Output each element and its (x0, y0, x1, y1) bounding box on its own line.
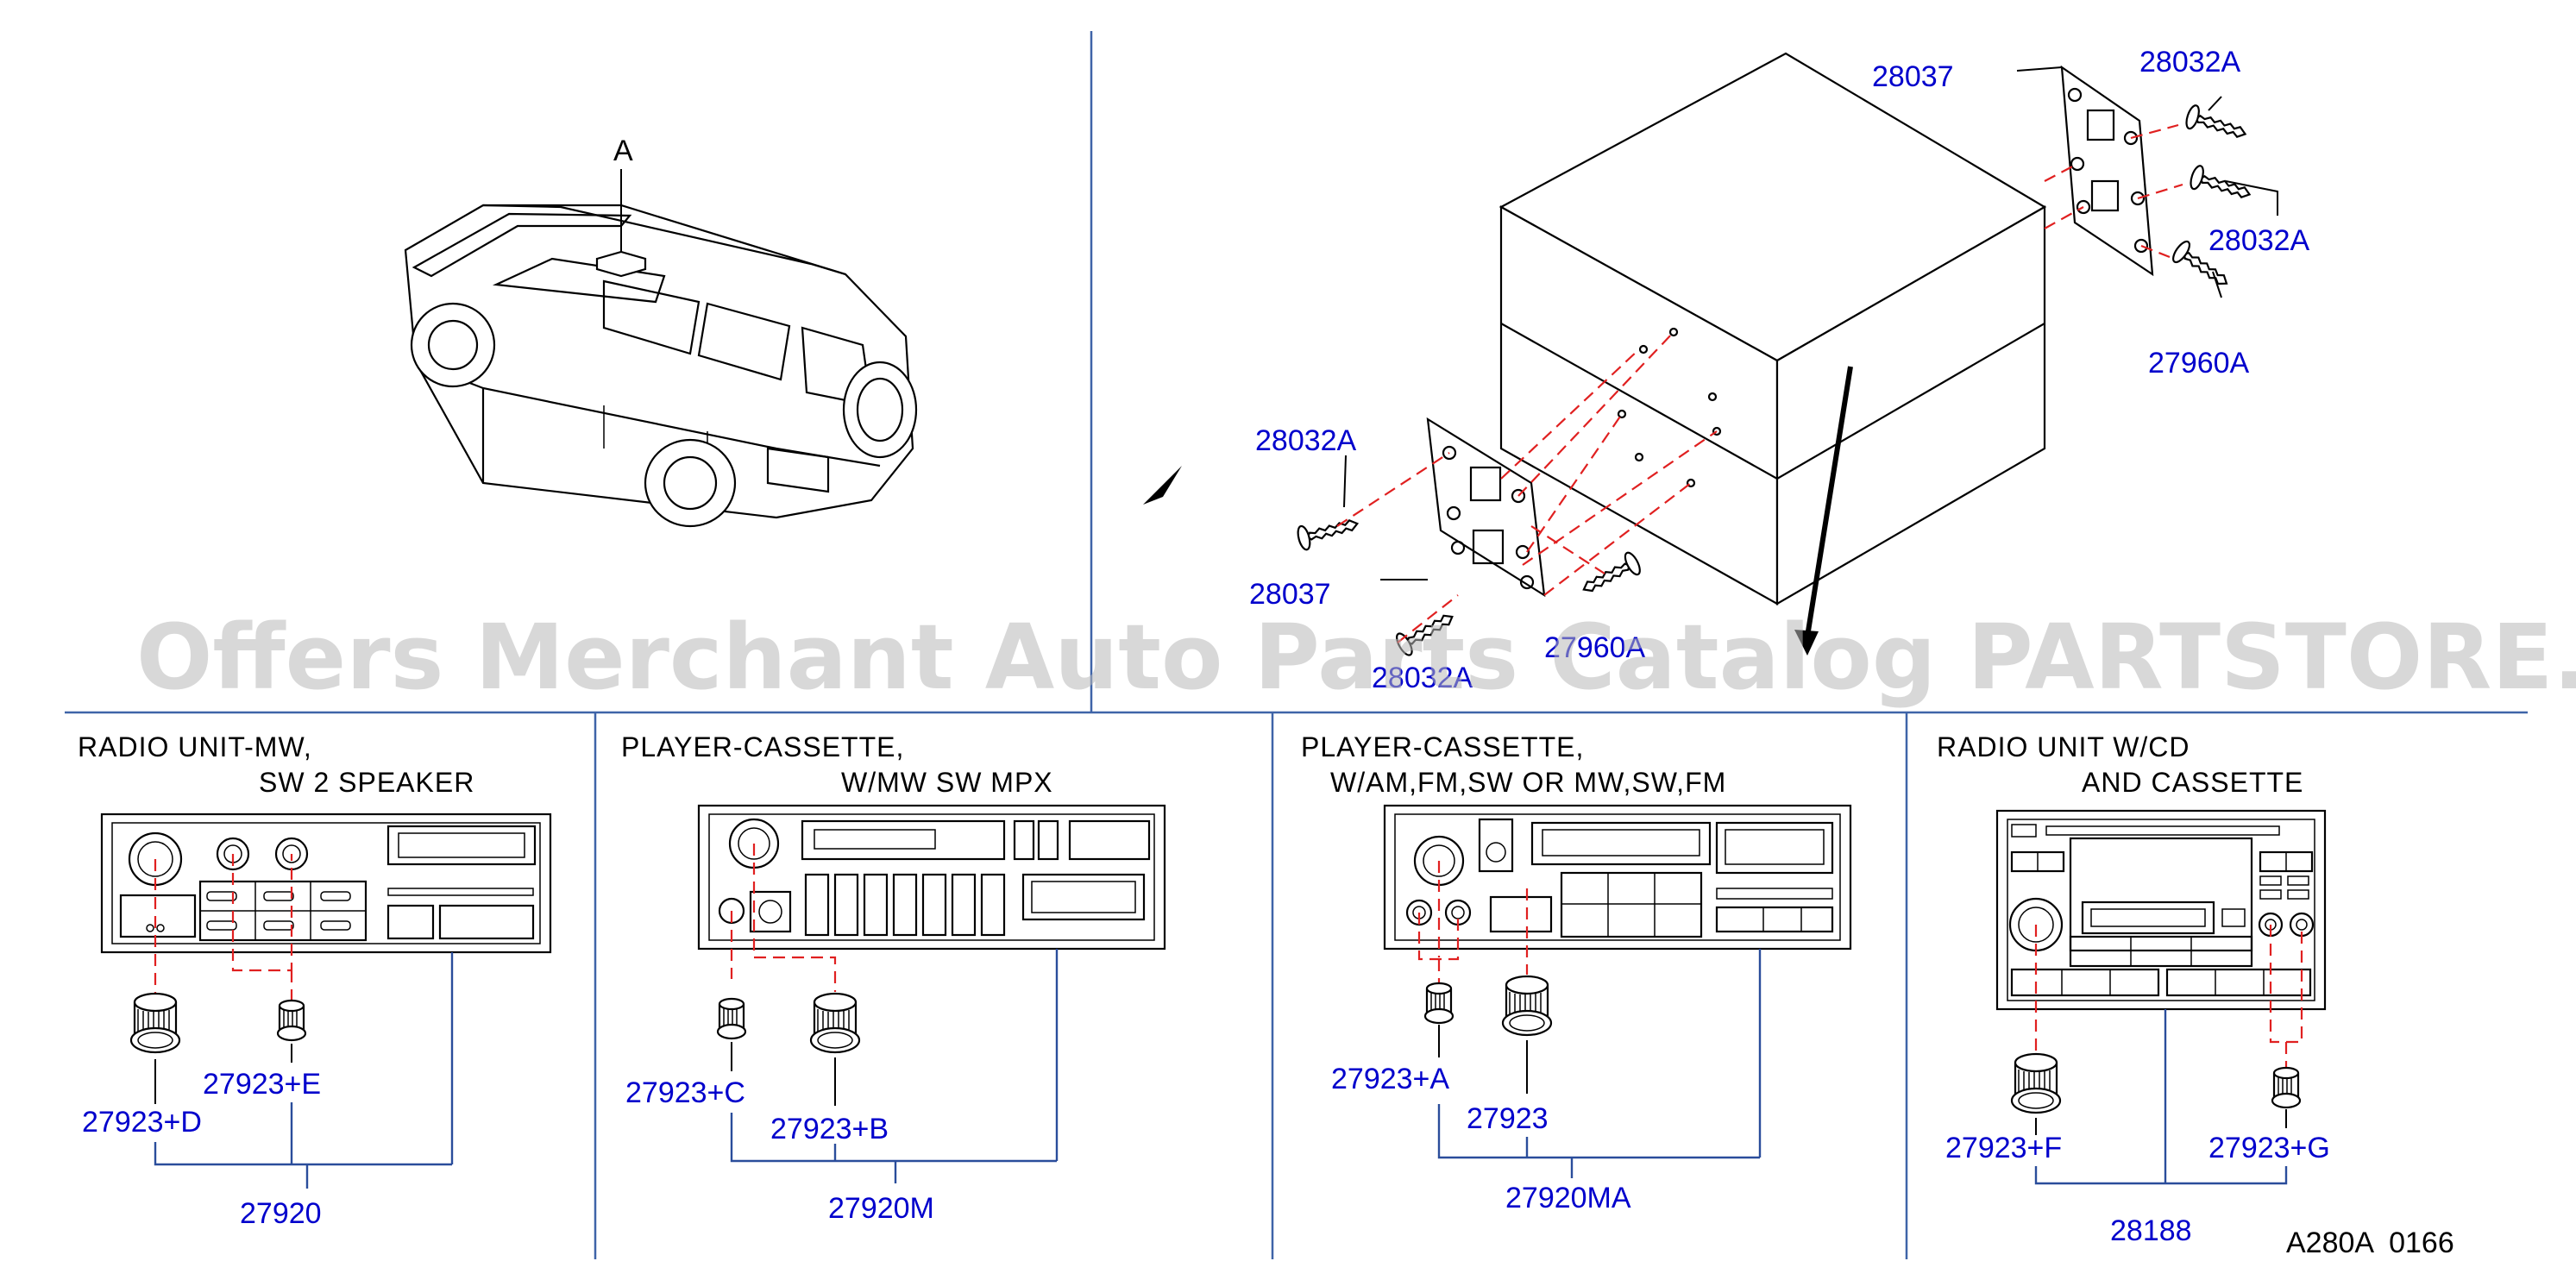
p4-header-line2: AND CASSETTE (2082, 767, 2303, 798)
p4-header-line1: RADIO UNIT W/CD (1937, 731, 2190, 762)
p1-header-line2: SW 2 SPEAKER (259, 767, 474, 798)
panel-dividers (65, 31, 2528, 1259)
p1-header-line1: RADIO UNIT-MW, (78, 731, 312, 762)
vehicle-illustration: A (404, 135, 918, 528)
pn-bracket-left: 28037 (1249, 578, 1331, 611)
panel-radio-unit-mw: RADIO UNIT-MW, SW 2 SPEAKER 27923+E 2792… (78, 731, 552, 1230)
pn-p3-knob-a: 27923+A (1331, 1063, 1449, 1095)
pn-p4-unit: 28188 (2110, 1214, 2192, 1247)
pn-p1-knob-e: 27923+E (203, 1068, 321, 1101)
pn-p2-knob-b: 27923+B (770, 1113, 889, 1145)
p3-header-line1: PLAYER-CASSETTE, (1301, 731, 1584, 762)
panel-player-cassette-mw: PLAYER-CASSETTE, W/MW SW MPX 27923+C 279… (621, 731, 1166, 1225)
pn-p2-knob-c: 27923+C (625, 1076, 745, 1109)
pn-screw-bl2: 27960A (1544, 631, 1646, 664)
pn-p4-knob-f: 27923+F (1945, 1132, 2062, 1164)
vehicle-marker: A (613, 135, 633, 167)
panel-player-cassette-am-fm: PLAYER-CASSETTE, W/AM,FM,SW OR MW,SW,FM … (1301, 731, 1852, 1214)
pn-p2-unit: 27920M (828, 1192, 934, 1225)
pn-p3-unit: 27920MA (1505, 1182, 1631, 1214)
diagram-code: A280A 0166 (2286, 1227, 2454, 1259)
p3-header-line2: W/AM,FM,SW OR MW,SW,FM (1330, 767, 1726, 798)
pn-p1-knob-d: 27923+D (82, 1106, 202, 1139)
pn-screw-tr1: 28032A (2139, 46, 2241, 78)
p2-header-line1: PLAYER-CASSETTE, (621, 731, 904, 762)
pn-bracket-right: 28037 (1872, 60, 1954, 93)
pn-screw-bl: 28032A (1372, 662, 1473, 694)
watermark: Offers Merchant Auto Parts Catalog PARTS… (136, 605, 2576, 710)
pn-screw-tr3: 27960A (2148, 347, 2250, 380)
radio-housing-exploded (1143, 52, 2278, 659)
panel-radio-unit-cd: RADIO UNIT W/CD AND CASSETTE 27923+F 279… (1937, 731, 2330, 1247)
pn-p4-knob-g: 27923+G (2208, 1132, 2330, 1164)
pn-p3-knob: 27923 (1467, 1102, 1549, 1135)
pn-screw-tr2: 28032A (2208, 224, 2310, 257)
pn-screw-left: 28032A (1255, 424, 1357, 457)
pn-p1-unit: 27920 (240, 1197, 322, 1230)
p2-header-line2: W/MW SW MPX (841, 767, 1053, 798)
